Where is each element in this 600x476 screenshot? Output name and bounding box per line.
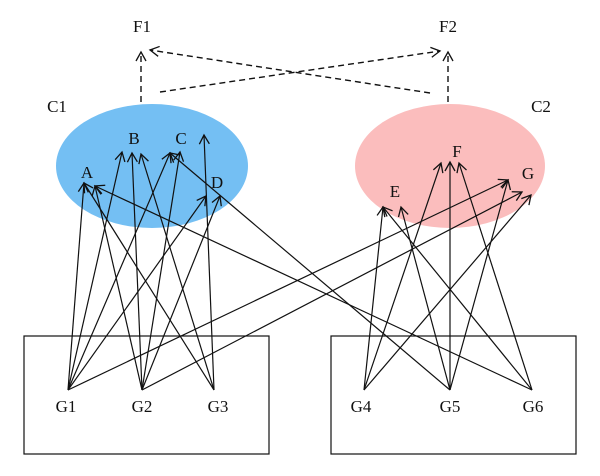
group-box-left	[23, 335, 270, 455]
edge-g2-a	[91, 184, 143, 391]
edge-g1-d	[67, 194, 207, 391]
group-node-g5: G5	[440, 397, 461, 416]
feature-links	[135, 45, 454, 102]
edge-g2-d	[141, 194, 222, 391]
group-node-g2: G2	[132, 397, 153, 416]
node-b: B	[128, 129, 139, 148]
feature-f1: F1	[133, 17, 151, 36]
group-node-g1: G1	[56, 397, 77, 416]
edge-g4-e	[363, 205, 388, 391]
edge-g3-c	[198, 133, 215, 391]
edge-g1-b	[67, 150, 126, 391]
edge-g3-a	[83, 181, 215, 391]
feature-f2: F2	[439, 17, 457, 36]
edge-g5-c	[168, 152, 451, 391]
edge-g5-g	[449, 178, 512, 391]
node-g: G	[522, 164, 534, 183]
node-d: D	[211, 173, 223, 192]
cluster-c1-label: C1	[47, 97, 67, 116]
group-node-g4: G4	[351, 397, 372, 416]
edge-g1-a	[67, 181, 89, 391]
edge-g1-g	[67, 178, 510, 391]
edges	[67, 133, 533, 391]
edge-g4-g	[363, 193, 532, 391]
edge-g5-e	[397, 205, 451, 391]
edge-g2-b	[126, 151, 143, 391]
edge-g3-b	[138, 152, 215, 391]
group-node-g6: G6	[523, 397, 544, 416]
link-c2-f1	[148, 45, 431, 94]
group-box-right	[330, 335, 577, 455]
node-c: C	[175, 129, 186, 148]
node-e: E	[390, 182, 400, 201]
edge-g6-f	[456, 161, 533, 391]
cluster-c2-label: C2	[531, 97, 551, 116]
edge-g6-e	[382, 205, 533, 391]
edge-g2-c	[141, 150, 185, 391]
node-f: F	[452, 142, 461, 161]
group-node-g3: G3	[208, 397, 229, 416]
edge-g6-a	[93, 184, 533, 391]
link-c1-f2	[159, 46, 442, 93]
edge-g2-g	[141, 191, 524, 391]
edge-g4-f	[363, 161, 444, 391]
node-a: A	[81, 163, 94, 182]
